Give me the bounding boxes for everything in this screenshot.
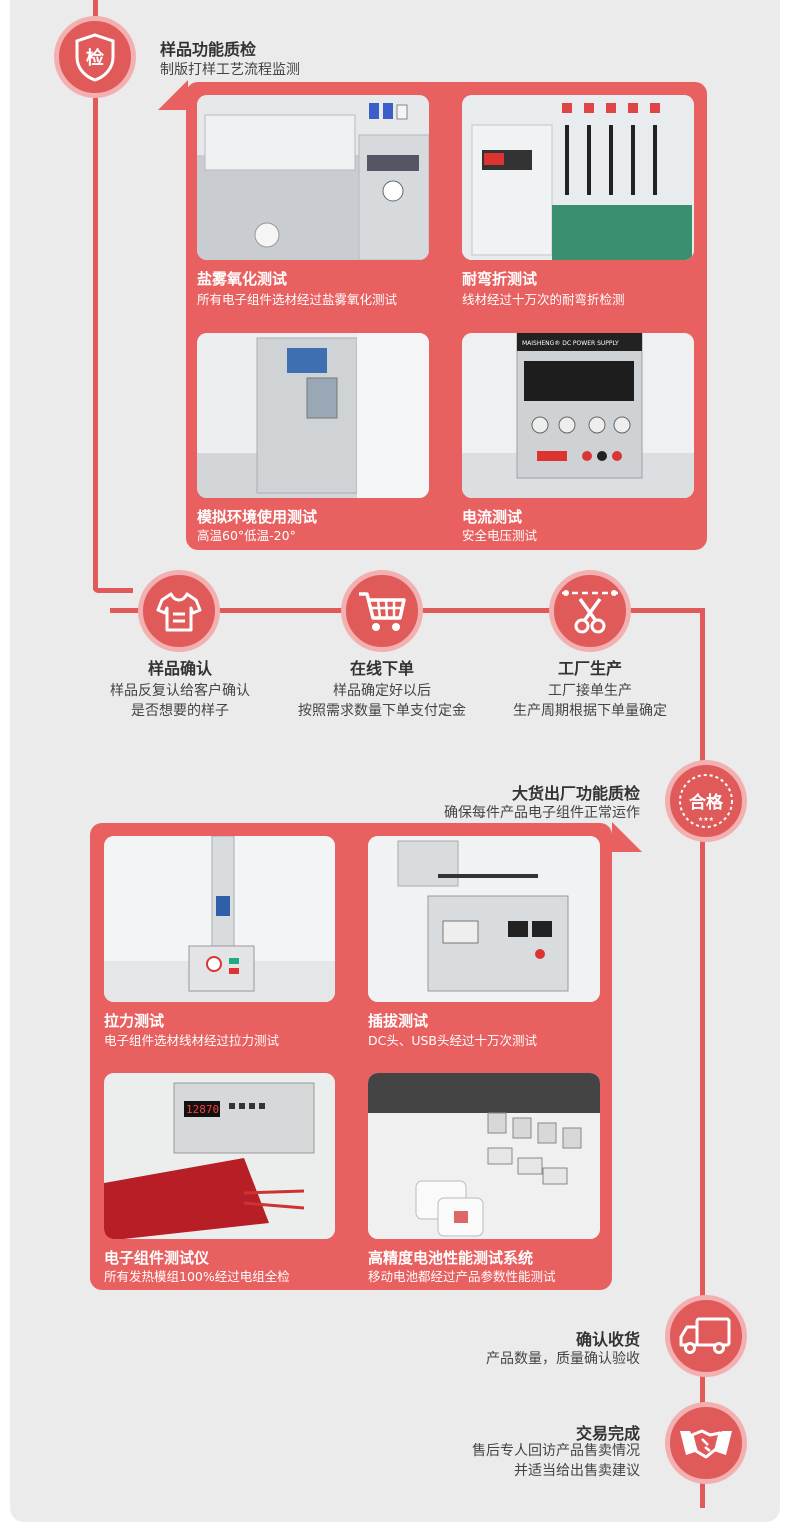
test-title: 盐雾氧化测试	[197, 270, 288, 288]
tensile-tester-photo	[104, 836, 335, 1002]
order-online-badge	[341, 570, 423, 652]
truck-icon	[679, 1317, 731, 1354]
box-pointer	[158, 80, 188, 110]
section-subtitle: 制版打样工艺流程监测	[160, 62, 300, 78]
done-desc: 售后专人回访产品售卖情况	[472, 1443, 640, 1459]
step-sample-confirm: 样品确认 样品反复认给客户确认 是否想要的样子	[80, 655, 280, 721]
step-factory-production: 工厂生产 工厂接单生产 生产周期根据下单量确定	[490, 655, 690, 721]
inspection-badge: 检	[54, 16, 136, 98]
step-desc: 工厂接单生产	[548, 683, 632, 699]
cart-icon	[359, 592, 406, 631]
inspection-badge-text: 检	[86, 47, 104, 69]
step-title: 样品确认	[147, 659, 212, 678]
battery-test-photo	[368, 1073, 600, 1239]
shield-icon: 检	[75, 33, 115, 82]
test-desc: 安全电压测试	[462, 528, 538, 543]
receipt-title: 确认收货	[575, 1330, 640, 1349]
timeline-line	[700, 608, 705, 1508]
timeline-line	[93, 588, 133, 593]
step-desc: 按照需求数量下单支付定金	[298, 703, 466, 719]
done-title: 交易完成	[575, 1424, 640, 1443]
test-desc: 移动电池都经过产品参数性能测试	[368, 1269, 556, 1284]
qualified-badge-text: 合格	[689, 792, 724, 813]
salt-spray-photo	[197, 95, 429, 260]
test-title: 模拟环境使用测试	[197, 508, 318, 526]
done-desc: 并适当给出售卖建议	[514, 1463, 640, 1479]
step-title: 工厂生产	[557, 659, 622, 678]
scissors-icon	[562, 590, 618, 634]
qualified-seal-icon: 合格 ★★★	[679, 774, 733, 828]
timeline-line	[93, 0, 98, 590]
test-title: 插拔测试	[368, 1012, 429, 1030]
section-title: 大货出厂功能质检	[511, 784, 640, 803]
svg-text:★★★: ★★★	[698, 816, 714, 823]
psu-label: MAISHENG® DC POWER SUPPLY	[522, 340, 619, 347]
resistance-meter-photo: 12870	[104, 1073, 335, 1239]
bending-tester-photo	[462, 95, 694, 260]
section-title: 样品功能质检	[160, 40, 257, 59]
step-desc: 生产周期根据下单量确定	[513, 703, 667, 719]
step-desc: 样品确定好以后	[333, 683, 431, 699]
test-desc: DC头、USB头经过十万次测试	[368, 1033, 538, 1048]
step-order-online: 在线下单 样品确定好以后 按照需求数量下单支付定金	[272, 655, 492, 721]
test-desc: 所有发热模组100%经过电组全检	[104, 1269, 290, 1284]
climate-chamber-photo	[197, 333, 429, 498]
step-title: 在线下单	[349, 659, 414, 678]
qualified-badge: 合格 ★★★	[665, 760, 747, 842]
test-title: 拉力测试	[104, 1012, 165, 1030]
receipt-desc: 产品数量，质量确认验收	[486, 1351, 640, 1367]
test-title: 高精度电池性能测试系统	[368, 1249, 534, 1267]
sample-confirm-badge	[138, 570, 220, 652]
box-pointer	[612, 822, 642, 852]
test-title: 耐弯折测试	[462, 270, 538, 288]
section-subtitle: 确保每件产品电子组件正常运作	[444, 805, 640, 821]
step-desc: 样品反复认给客户确认	[110, 683, 250, 699]
test-title: 电子组件测试仪	[104, 1249, 210, 1267]
done-badge	[665, 1402, 747, 1484]
meter-reading: 12870	[186, 1103, 219, 1116]
test-title: 电流测试	[462, 508, 523, 526]
plug-tester-photo	[368, 836, 600, 1002]
test-desc: 线材经过十万次的耐弯折检测	[462, 292, 625, 307]
receipt-badge	[665, 1295, 747, 1377]
power-supply-photo: MAISHENG® DC POWER SUPPLY	[462, 333, 694, 498]
test-desc: 电子组件选材线材经过拉力测试	[104, 1033, 280, 1048]
factory-production-badge	[549, 570, 631, 652]
test-desc: 高温60°低温-20°	[197, 528, 296, 543]
step-desc: 是否想要的样子	[131, 703, 229, 719]
handshake-icon	[680, 1429, 732, 1459]
test-desc: 所有电子组件选材经过盐雾氧化测试	[197, 292, 398, 307]
shirt-icon	[156, 592, 202, 632]
